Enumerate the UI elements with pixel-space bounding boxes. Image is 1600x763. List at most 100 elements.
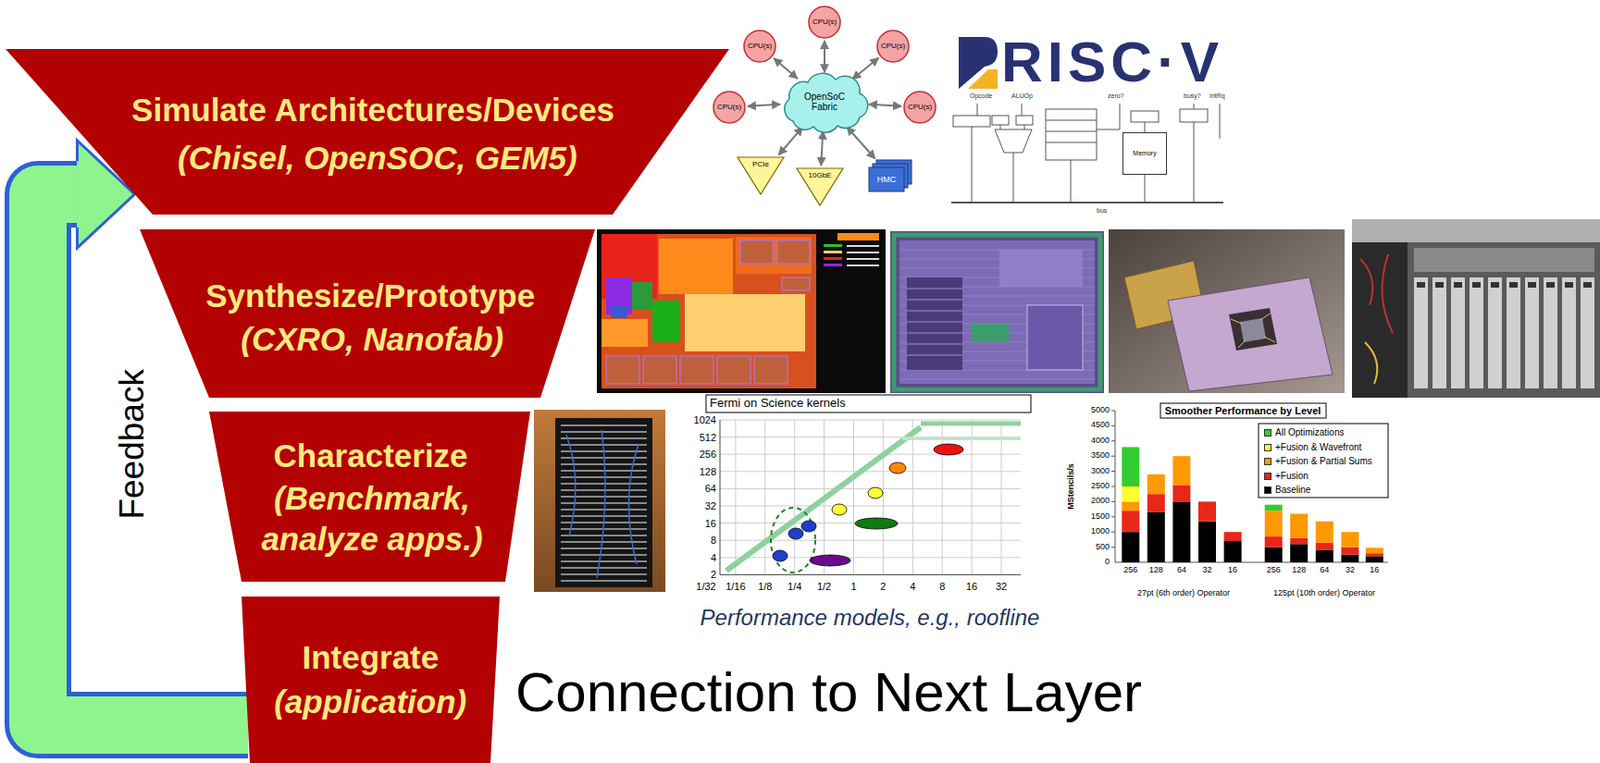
bar-chart [1224, 541, 1242, 563]
axis-tick: 3500 [1091, 451, 1110, 461]
cpu-circle: CPU(s) [807, 5, 842, 39]
io-triangle: PCIe [736, 156, 785, 196]
axis-tick: 4500 [1091, 421, 1110, 431]
double-arrow [852, 58, 879, 80]
bar-chart [1365, 553, 1384, 557]
chip-layout-image [823, 263, 843, 267]
axis-tick: 4000 [1091, 436, 1110, 447]
roofline-chart [788, 528, 804, 540]
datapath-schematic [953, 115, 991, 127]
axis-tick: 128 [1149, 566, 1164, 576]
connector [846, 126, 875, 159]
funnel-band-outline [5, 49, 730, 215]
edge-label: Feedback [113, 369, 152, 521]
chip-layout-image [643, 356, 677, 385]
bar-chart [1111, 410, 1389, 563]
bar-chart [1315, 521, 1334, 544]
roofline-chart [855, 518, 898, 530]
bar-chart [1172, 484, 1191, 502]
roofline-chart [902, 436, 1021, 441]
roofline-chart [719, 420, 1021, 575]
server-chassis-photo [1351, 219, 1600, 243]
bar-chart [1265, 505, 1283, 512]
server-chassis-photo [1413, 277, 1595, 389]
connector [820, 131, 823, 166]
axis-tick: 64 [705, 483, 717, 495]
server-chassis-photo [1416, 282, 1592, 288]
legend-swatch [1264, 458, 1272, 466]
double-arrow [747, 104, 781, 107]
circle-shape [877, 30, 909, 63]
chip-layout-image [837, 233, 880, 241]
chip-layout-image [735, 236, 812, 274]
roofline-chart [933, 444, 964, 456]
roofline-chart [920, 421, 1021, 427]
server-chassis-photo [1583, 282, 1592, 288]
roofline-chart [706, 395, 1031, 413]
node-text: CPU(s) [747, 41, 772, 50]
bar-chart [1121, 510, 1140, 533]
connector [824, 40, 826, 73]
bar-chart [1265, 536, 1283, 548]
triangle-shape [796, 168, 844, 206]
signal-name: Opcode [969, 92, 993, 100]
chip-layout-image [754, 356, 788, 385]
axis-tick: 2500 [1091, 482, 1110, 492]
connector [852, 58, 879, 80]
band-title: Synthesize/Prototype [205, 275, 535, 317]
chip-package-photo [1240, 318, 1266, 343]
axis-tick: 5000 [1091, 406, 1110, 416]
memory-stack: HMC [868, 160, 912, 192]
signal-name: zero? [1107, 92, 1125, 100]
signal-name: bus [1096, 207, 1107, 215]
datapath-schematic [977, 103, 1220, 139]
chart-title: Fermi on Science kernels [709, 396, 846, 410]
circle-shape [744, 30, 776, 63]
server-chassis-photo [1564, 282, 1574, 288]
server-chassis-photo [1351, 242, 1408, 398]
axis-tick: 1/8 [757, 581, 772, 593]
axis-tick: 16 [1369, 566, 1379, 576]
bar-chart [1198, 521, 1216, 563]
axis-tick: 16 [705, 518, 717, 530]
axis-tick: 16 [1227, 566, 1238, 576]
axis-tick: 64 [1319, 566, 1329, 576]
figure-caption: Performance models, e.g., roofline [700, 605, 1041, 632]
circle-shape [904, 91, 936, 124]
funnel-band-outline [241, 596, 500, 763]
chip-layout-image [823, 244, 843, 248]
funnel-band: Simulate Architectures/Devices(Chisel, O… [5, 49, 730, 215]
server-chassis-photo [1413, 277, 1428, 389]
riscv-mark [958, 37, 998, 89]
axis-tick: 1024 [694, 414, 717, 426]
server-chassis-photo [1488, 277, 1502, 389]
funnel-band: Synthesize/Prototype(CXRO, Nanofab) [139, 229, 596, 398]
io-triangle: 10GbE [795, 167, 844, 207]
band-subtitle: (application) [273, 682, 467, 723]
chip-layout-image [601, 234, 817, 389]
axis-tick: 128 [1291, 566, 1306, 576]
chip-layout-image [632, 282, 653, 311]
bar-chart [1160, 403, 1327, 419]
bar-chart [1121, 486, 1140, 502]
circle-shape [808, 6, 841, 38]
roofline-chart [772, 550, 788, 562]
double-arrow [823, 40, 826, 73]
server-chassis-photo [1351, 219, 1600, 398]
bar-chart [1111, 403, 1389, 563]
datapath-schematic [994, 129, 1032, 153]
legend-text: +Fusion & Wavefront [1275, 442, 1362, 454]
chip-package-photo [1108, 229, 1345, 394]
chip-layout-image [823, 257, 843, 261]
bar-chart [1172, 501, 1191, 563]
server-chassis-photo [1451, 277, 1465, 389]
bar-chart [1365, 556, 1384, 563]
bar-chart [1315, 550, 1334, 563]
datapath-schematic [1016, 115, 1033, 125]
axis-tick: 8 [710, 534, 717, 546]
datapath-schematic [951, 103, 1224, 203]
connector [773, 58, 798, 79]
axis-tick: 1/32 [695, 581, 716, 593]
axis-tick: 32 [995, 581, 1007, 593]
chip-package-photo [1167, 277, 1333, 392]
